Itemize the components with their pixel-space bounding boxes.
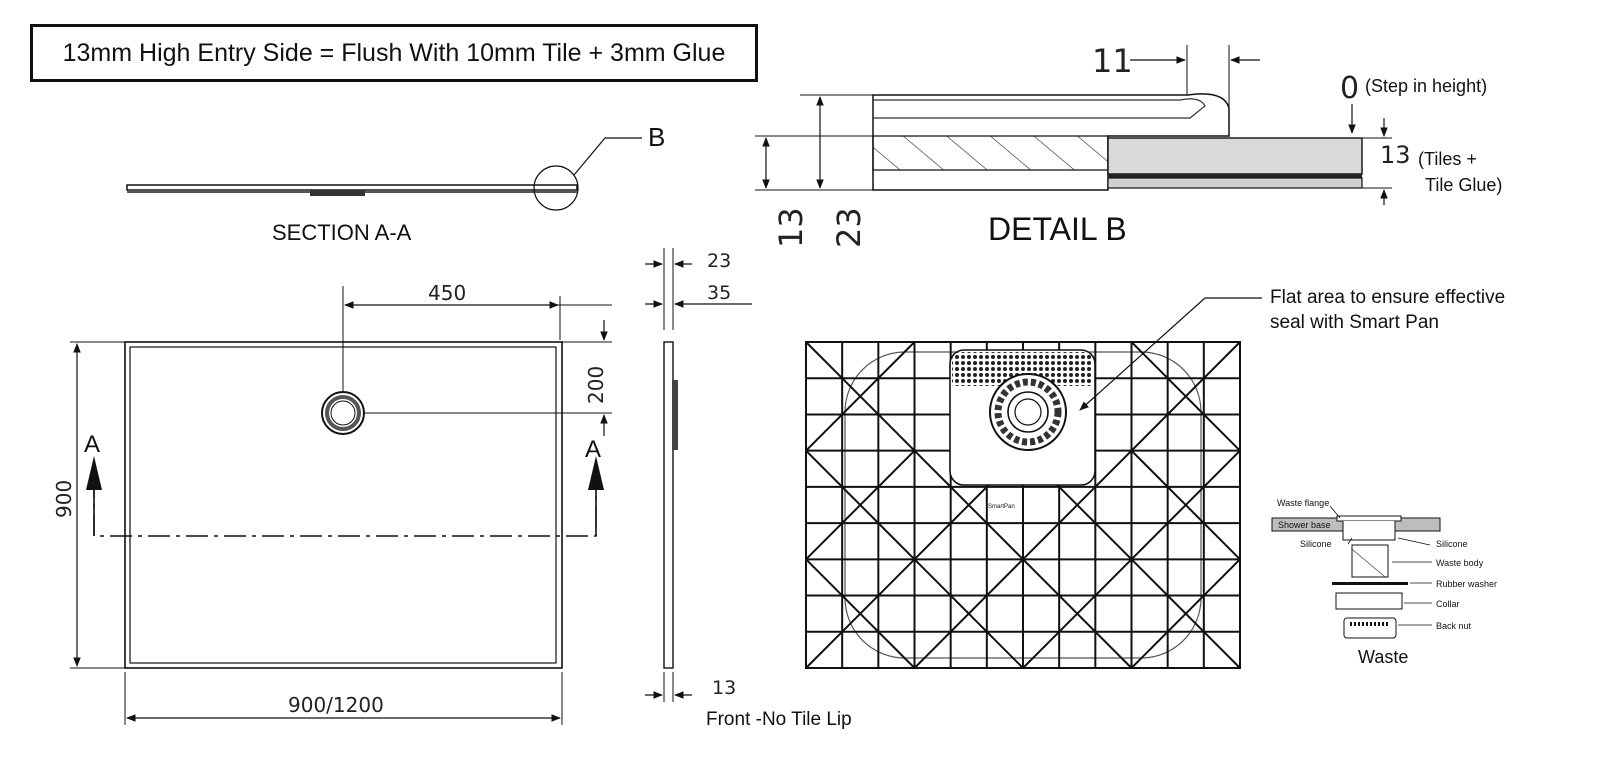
side-dim-35: 35 (707, 282, 731, 304)
section-arrow-left (86, 456, 102, 490)
detail-tray-lip (873, 98, 1206, 119)
tiles-note-line2: Tile Glue) (1425, 175, 1502, 195)
section-mark-right: A (585, 436, 601, 463)
section-profile (126, 184, 578, 191)
detail-dim-0: 0 (1340, 71, 1359, 106)
waste-body-part (1351, 544, 1389, 578)
side-drain-profile (672, 380, 678, 450)
underside-view: SmartPan Flat area to ensure effective s… (805, 287, 1505, 669)
detail-b: 13 23 11 0 (Step in height) 13 (Tiles + … (755, 42, 1502, 248)
detail-tray-hatch (872, 135, 1109, 171)
side-profile (663, 341, 674, 669)
side-view: 23 35 13 Front -No Tile Lip (645, 248, 852, 730)
waste-flange-part (1336, 515, 1402, 522)
detail-b-circle (533, 165, 579, 211)
rib-diagonal (805, 449, 916, 561)
tile-glue-line (1108, 174, 1362, 178)
plan-dim-450: 450 (428, 281, 466, 305)
rib-diagonal (1130, 558, 1241, 669)
collar-part (1335, 592, 1403, 610)
detail-b-leader (573, 137, 642, 176)
plan-dim-width: 900/1200 (288, 693, 384, 717)
label-collar: Collar (1436, 599, 1460, 609)
tiles-note-line1: (Tiles + (1418, 149, 1477, 169)
section-label: SECTION A-A (272, 220, 412, 245)
section-mark-left: A (84, 431, 100, 458)
section-drain-body (310, 190, 365, 196)
rib-diagonal (1022, 449, 1133, 561)
tile-layer (1107, 137, 1363, 175)
label-silicone-left: Silicone (1300, 539, 1332, 549)
side-dim-13: 13 (712, 677, 736, 699)
label-back-nut: Back nut (1436, 621, 1472, 631)
back-nut-part (1343, 617, 1397, 639)
banner-text: 13mm High Entry Side = Flush With 10mm T… (62, 38, 726, 67)
plan-dim-200: 200 (584, 366, 608, 404)
step-note: (Step in height) (1365, 76, 1487, 96)
rib-diagonal (913, 558, 1024, 669)
section-arrow-right (588, 456, 604, 490)
plan-dim-900: 900 (52, 480, 76, 518)
detail-title: DETAIL B (988, 211, 1127, 247)
callout-line1: Flat area to ensure effective (1270, 287, 1505, 308)
detail-b-marker: B (648, 122, 665, 152)
rib-diagonal (1130, 449, 1241, 561)
label-waste-body: Waste body (1436, 558, 1484, 568)
callout-leader (1079, 297, 1262, 411)
rib-diagonal (805, 558, 916, 669)
brand-mark: SmartPan (988, 504, 1015, 510)
detail-dim-11: 11 (1092, 42, 1133, 80)
plan-waste-inner (330, 400, 356, 426)
section-a-a: B SECTION A-A (126, 122, 665, 245)
rubber-washer-part (1332, 582, 1408, 585)
detail-dim-13: 13 (772, 207, 810, 248)
underside-waste-core (1014, 398, 1042, 426)
rib-diagonal (805, 341, 916, 452)
callout-line2: seal with Smart Pan (1270, 312, 1439, 333)
plan-view: 450 200 900 900/1200 A A (52, 281, 612, 725)
underside-waste-ribs (994, 378, 1062, 446)
label-rubber-washer: Rubber washer (1436, 579, 1497, 589)
waste-assembly: Waste flange Shower base Silicone Silico… (1271, 498, 1497, 667)
label-waste-flange: Waste flange (1277, 498, 1329, 508)
entry-height-banner: 13mm High Entry Side = Flush With 10mm T… (30, 24, 758, 82)
detail-dim-23: 23 (830, 207, 868, 248)
rib-diagonal (1022, 558, 1133, 669)
waste-title: Waste (1358, 647, 1408, 667)
side-dim-23: 23 (707, 250, 731, 272)
label-shower-base: Shower base (1278, 520, 1331, 530)
front-note: Front -No Tile Lip (706, 709, 852, 730)
glue-layer (1107, 177, 1363, 189)
rib-diagonal (1130, 341, 1241, 452)
label-silicone-right: Silicone (1436, 539, 1468, 549)
detail-dim-13-tiles: 13 (1380, 141, 1411, 169)
